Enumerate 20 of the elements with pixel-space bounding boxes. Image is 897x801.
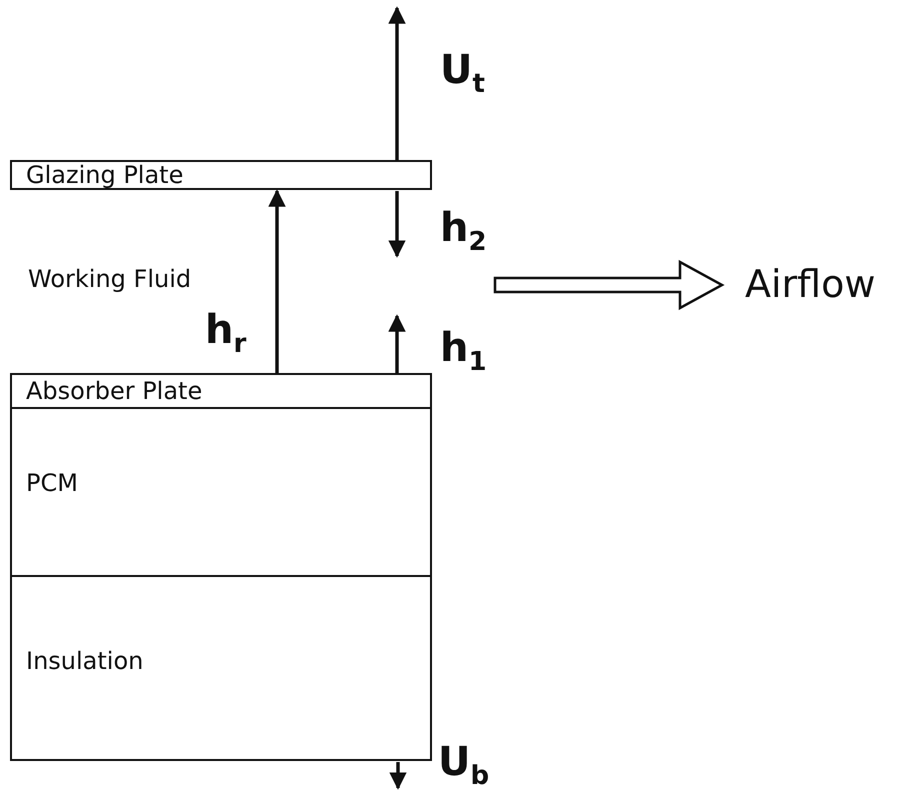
absorber-plate — [10, 373, 432, 409]
insulation-layer — [10, 575, 432, 761]
arrow — [268, 189, 286, 373]
edge-label: U$_{t}$ — [440, 50, 485, 97]
arrow — [389, 762, 407, 790]
arrow — [388, 314, 406, 373]
arrow — [388, 6, 406, 160]
edge-label: h$_{2}$ — [440, 208, 487, 255]
layer-label: Insulation — [26, 647, 144, 675]
layer-label: PCM — [26, 469, 78, 497]
edge-label: h$_{1}$ — [440, 328, 487, 375]
label: Working Fluid — [28, 266, 192, 292]
glazing-plate — [10, 160, 432, 190]
arrow — [388, 191, 406, 258]
edge-label: U$_{b}$ — [438, 742, 490, 789]
edge-label: h$_{r}$ — [205, 310, 246, 357]
label: Airflow — [745, 264, 876, 306]
layer-label: Absorber Plate — [26, 377, 202, 405]
layer-label: Glazing Plate — [26, 161, 184, 189]
pcm-layer — [10, 407, 432, 577]
